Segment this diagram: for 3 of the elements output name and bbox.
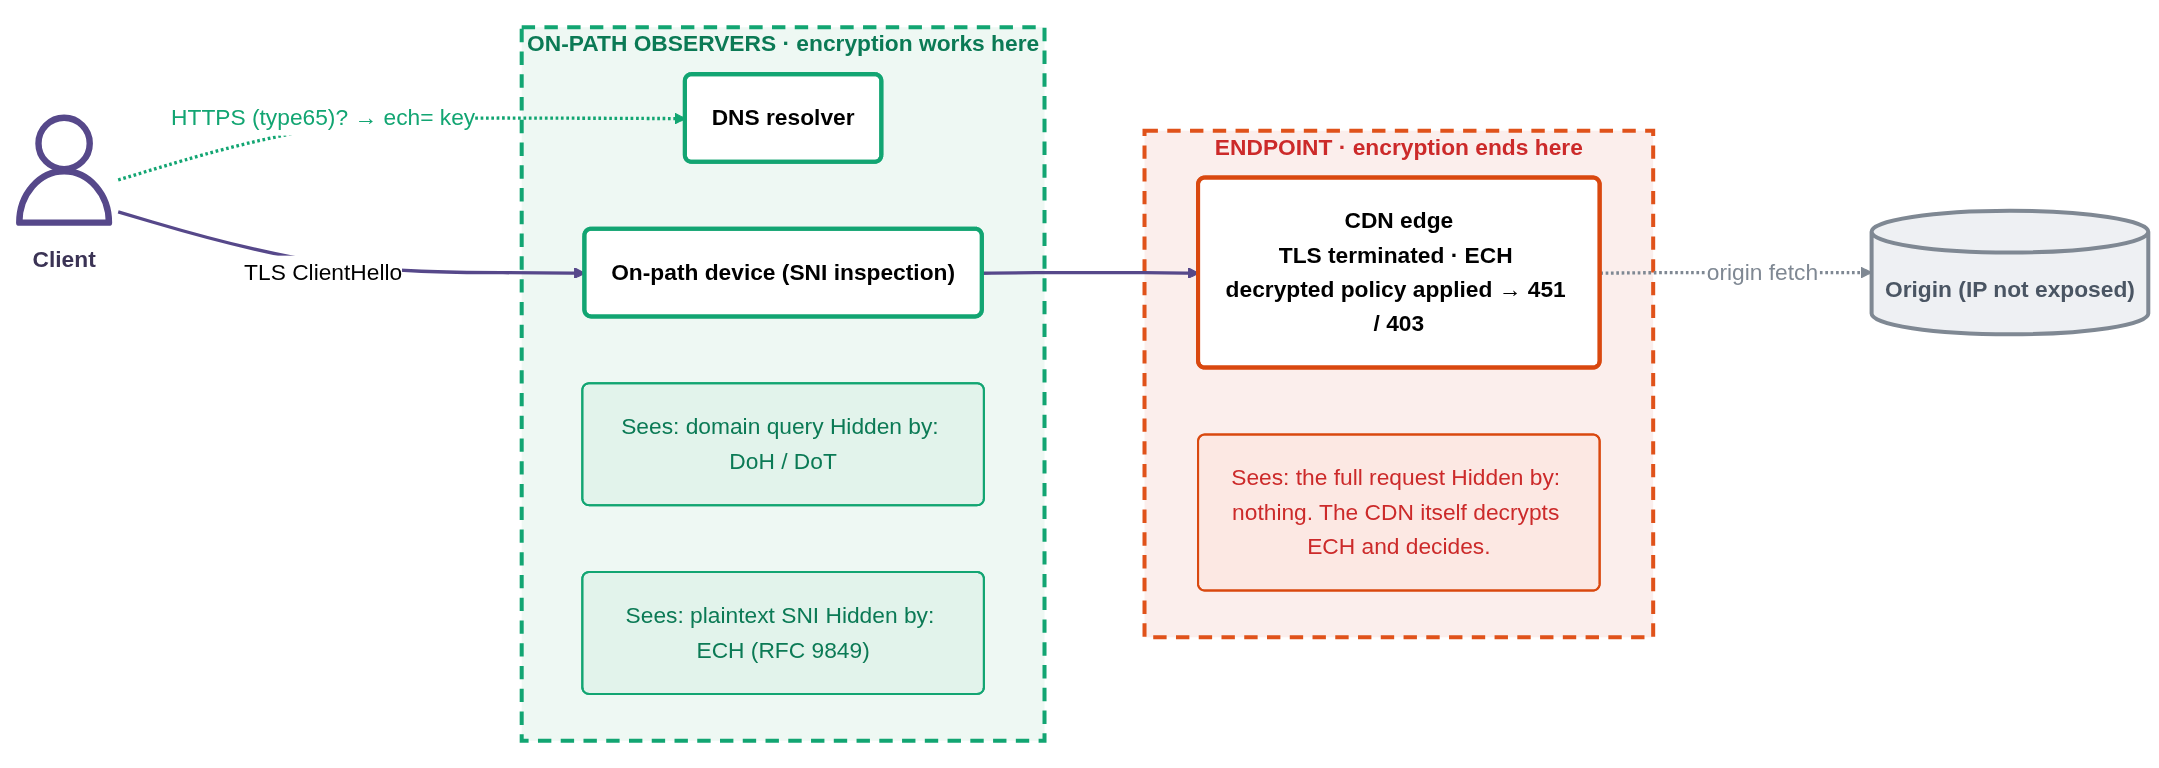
edge-label: HTTPS (type65)? → ech= key [171, 104, 476, 131]
edge-label: TLS ClientHello [244, 259, 403, 285]
edge-label: origin fetch [1706, 259, 1819, 285]
